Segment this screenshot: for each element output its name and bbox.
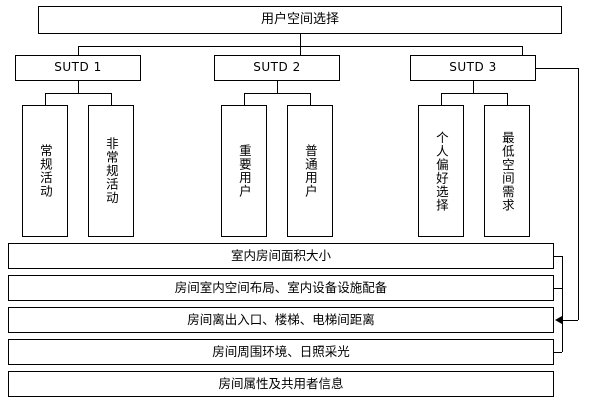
node-sutd-2: SUTD 2 [214, 55, 340, 81]
node-attr-room-area: 室内房间面积大小 [8, 243, 554, 269]
node-leaf-personal-preference: 个人偏好选择 [418, 105, 464, 237]
connector-sutd2-bus [244, 93, 310, 94]
connector-attr-rail-vertical [562, 256, 563, 352]
connector-attr-rail-2 [554, 288, 562, 289]
connector-feedback-top [536, 68, 578, 69]
node-leaf-important-user-label: 重要用户 [236, 144, 252, 198]
node-root: 用户空间选择 [38, 6, 562, 34]
node-leaf-irregular-activity-label: 非常规活动 [103, 137, 119, 205]
connector-sutd1-bus [45, 93, 111, 94]
node-leaf-ordinary-user-label: 普通用户 [302, 144, 318, 198]
connector-sutd3-trunk [473, 81, 474, 93]
node-sutd-2-label: SUTD 2 [253, 60, 301, 75]
connector-sutd1-drop-a [45, 93, 46, 105]
connector-sutd2-drop-b [310, 93, 311, 105]
connector-drop-sutd3 [522, 46, 523, 55]
connector-feedback-right [578, 68, 579, 320]
node-leaf-regular-activity-label: 常规活动 [37, 144, 53, 198]
node-attr-room-layout-label: 房间室内空间布局、室内设备设施配备 [174, 279, 388, 295]
connector-sutd3-drop-a [441, 93, 442, 105]
node-attr-environment: 房间周围环境、日照采光 [8, 339, 554, 365]
node-attr-room-property: 房间属性及共用者信息 [8, 371, 554, 397]
connector-sutd1-trunk [78, 81, 79, 93]
connector-attr-rail-1 [554, 256, 562, 257]
connector-drop-sutd2 [300, 46, 301, 55]
node-attr-distance: 房间离出入口、楼梯、电梯间距离 [8, 307, 554, 333]
connector-sutd3-drop-b [507, 93, 508, 105]
node-leaf-ordinary-user: 普通用户 [287, 105, 333, 237]
node-attr-environment-label: 房间周围环境、日照采光 [212, 343, 350, 359]
node-root-label: 用户空间选择 [260, 11, 339, 27]
node-leaf-regular-activity: 常规活动 [22, 105, 68, 237]
connector-sutd2-trunk [277, 81, 278, 93]
node-attr-room-property-label: 房间属性及共用者信息 [218, 375, 344, 391]
node-leaf-personal-preference-label: 个人偏好选择 [433, 130, 449, 212]
node-sutd-3-label: SUTD 3 [449, 60, 497, 75]
connector-sutd3-bus [441, 93, 507, 94]
node-leaf-minimum-space: 最低空间需求 [484, 105, 530, 237]
node-sutd-1: SUTD 1 [15, 55, 141, 81]
node-attr-room-layout: 房间室内空间布局、室内设备设施配备 [8, 275, 554, 301]
connector-sutd1-drop-b [111, 93, 112, 105]
node-sutd-3: SUTD 3 [410, 55, 536, 81]
node-leaf-important-user: 重要用户 [221, 105, 267, 237]
connector-feedback-bottom [562, 320, 578, 321]
connector-sutd2-drop-a [244, 93, 245, 105]
connector-feedback-arrowhead [555, 316, 562, 324]
node-attr-distance-label: 房间离出入口、楼梯、电梯间距离 [187, 311, 375, 327]
node-leaf-irregular-activity: 非常规活动 [88, 105, 134, 237]
connector-root-trunk [300, 34, 301, 46]
connector-drop-sutd1 [78, 46, 79, 55]
node-attr-room-area-label: 室内房间面积大小 [230, 247, 331, 263]
node-sutd-1-label: SUTD 1 [54, 60, 102, 75]
connector-attr-rail-3 [554, 352, 562, 353]
node-leaf-minimum-space-label: 最低空间需求 [499, 130, 515, 212]
